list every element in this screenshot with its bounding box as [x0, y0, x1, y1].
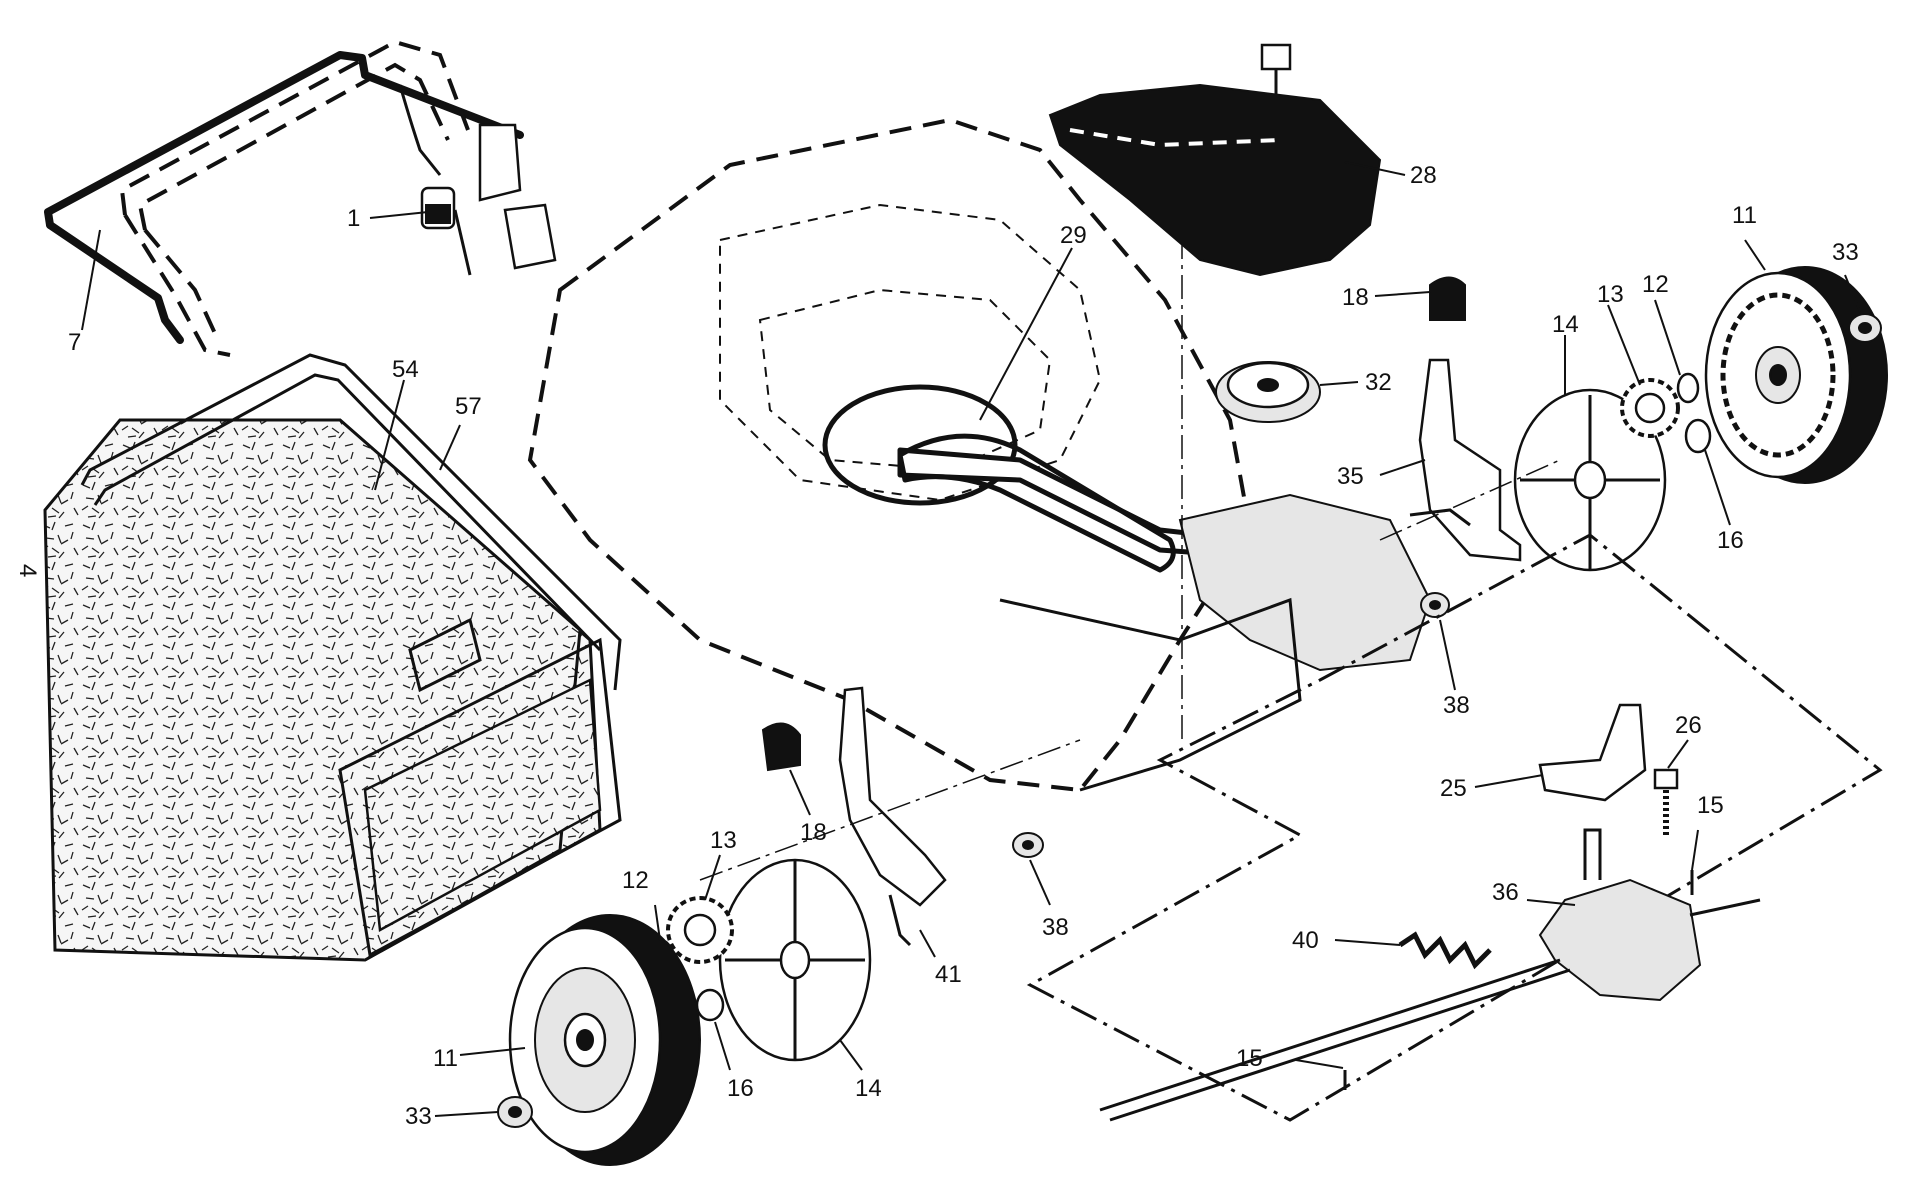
callout-14-left: 14	[855, 1075, 882, 1102]
spring-part-40	[1398, 931, 1492, 970]
mower-deck	[527, 117, 1432, 793]
callout-36: 36	[1492, 879, 1519, 906]
wheel-plate-part-14-left	[718, 858, 872, 1062]
callout-29: 29	[1060, 222, 1087, 249]
callout-26: 26	[1675, 712, 1702, 739]
grass-bag	[43, 353, 622, 962]
wheel-cap-part-18-right	[1429, 276, 1466, 321]
callout-13-left: 13	[710, 827, 737, 854]
wheel-cap-part-18-left	[761, 722, 801, 772]
callout-33-left: 33	[405, 1103, 432, 1130]
wheel-part-11-right	[1704, 266, 1888, 484]
nut-part-38-right	[1420, 592, 1450, 618]
callout-15-top: 15	[1697, 792, 1724, 819]
callout-11-left: 11	[433, 1045, 458, 1072]
nut-part-33-right	[1848, 313, 1882, 343]
callout-33-right: 33	[1832, 239, 1859, 266]
leader-lines	[81, 161, 1861, 1117]
callout-38-right: 38	[1443, 692, 1470, 719]
callout-57: 57	[455, 393, 482, 420]
height-adjuster-part-41	[838, 686, 947, 947]
height-adjuster-part-35	[1409, 358, 1522, 562]
callout-12-right: 12	[1642, 271, 1669, 298]
callout-1: 1	[347, 205, 360, 232]
callout-18-right: 18	[1342, 284, 1369, 311]
callout-35: 35	[1337, 463, 1364, 490]
callout-16-left: 16	[727, 1075, 754, 1102]
callout-14-right: 14	[1552, 311, 1579, 338]
callout-25: 25	[1440, 775, 1467, 802]
washer-part-12-right	[1676, 372, 1700, 404]
gear-part-13-left	[666, 896, 734, 964]
transmission-part-36	[1099, 828, 1761, 1122]
nut-part-33-left	[497, 1096, 533, 1128]
pulley-part-32	[1215, 361, 1321, 423]
rear-cover-part-28	[1048, 43, 1382, 277]
axle-line-right	[1379, 459, 1561, 541]
nut-part-38-left	[1012, 832, 1044, 858]
callout-41: 41	[935, 961, 962, 988]
callout-12-left: 12	[622, 867, 649, 894]
callout-labels: 1 7 4 54 57 28 29 18 32 35 14 13 12 11 3…	[14, 162, 1859, 1130]
transmission-box	[1026, 533, 1883, 1122]
callout-13-right: 13	[1597, 281, 1624, 308]
bracket-part-25	[1538, 703, 1647, 802]
callout-16-right: 16	[1717, 527, 1744, 554]
callout-54: 54	[392, 356, 419, 383]
screw-part-26	[1653, 768, 1679, 835]
callout-4: 4	[14, 564, 41, 577]
callout-40: 40	[1292, 927, 1319, 954]
callout-11-right: 11	[1732, 202, 1757, 229]
callout-32: 32	[1365, 369, 1392, 396]
wheel-part-11-left	[508, 914, 701, 1166]
handle-assembly	[44, 39, 557, 357]
callout-18-left: 18	[800, 819, 827, 846]
wheel-plate-part-14-right	[1513, 388, 1667, 572]
callout-28: 28	[1410, 162, 1437, 189]
axle-line-left	[699, 739, 1081, 881]
gear-part-13-right	[1620, 378, 1680, 438]
callout-15-bottom: 15	[1236, 1045, 1263, 1072]
washer-part-16-left	[695, 988, 725, 1022]
callout-7: 7	[68, 329, 81, 356]
washer-part-16-right	[1684, 418, 1712, 454]
blade-part-29	[897, 433, 1176, 573]
callout-38-left: 38	[1042, 914, 1069, 941]
control-cable-part-1	[420, 186, 472, 276]
